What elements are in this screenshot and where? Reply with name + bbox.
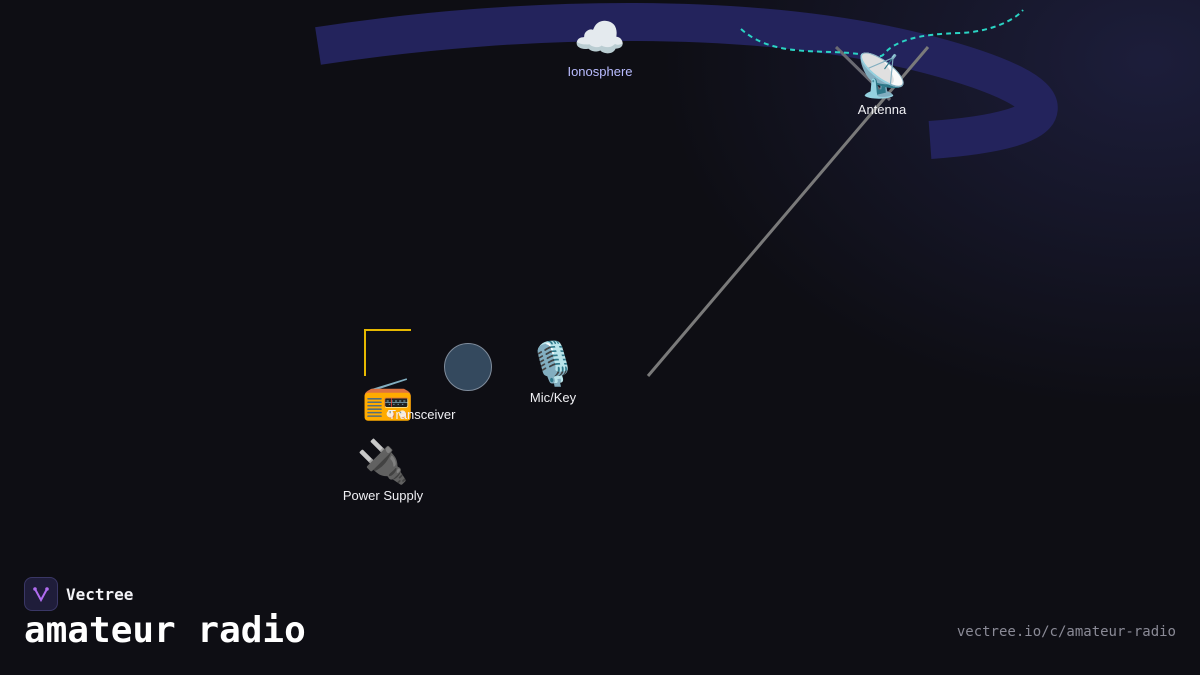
node-ionosphere[interactable]: ☁️ Ionosphere <box>567 13 633 80</box>
node-label-power-supply: Power Supply <box>342 488 424 503</box>
page-title: amateur radio <box>24 610 306 651</box>
node-mic-key[interactable]: 🎙️ Mic/Key <box>526 339 580 406</box>
status-dot <box>444 343 492 391</box>
plug-icon: 🔌 <box>356 437 410 486</box>
feedline <box>646 46 930 377</box>
antenna-element <box>834 45 892 102</box>
node-transceiver[interactable]: 📻 <box>362 374 414 422</box>
node-antenna[interactable]: 📡 Antenna <box>855 51 909 118</box>
node-label-ionosphere: Ionosphere <box>567 64 633 79</box>
node-label-transceiver: Transceiver <box>388 407 456 422</box>
page-url[interactable]: vectree.io/c/amateur-radio <box>956 624 1176 640</box>
satellite-antenna-icon: 📡 <box>855 51 909 100</box>
microphone-icon: 🎙️ <box>526 339 580 388</box>
node-label-antenna: Antenna <box>857 102 907 117</box>
brand[interactable]: Vectree <box>24 577 133 611</box>
radio-signal-path <box>740 9 1024 58</box>
node-power-supply[interactable]: 🔌 Power Supply <box>342 437 424 504</box>
sky-wave-arc <box>315 2 1058 159</box>
cloud-icon: ☁️ <box>573 13 627 62</box>
selection-bracket <box>364 329 411 376</box>
radio-icon: 📻 <box>361 373 415 422</box>
vectree-logo-icon <box>24 577 58 611</box>
brand-name: Vectree <box>66 584 134 604</box>
node-label-mic-key: Mic/Key <box>529 390 577 405</box>
